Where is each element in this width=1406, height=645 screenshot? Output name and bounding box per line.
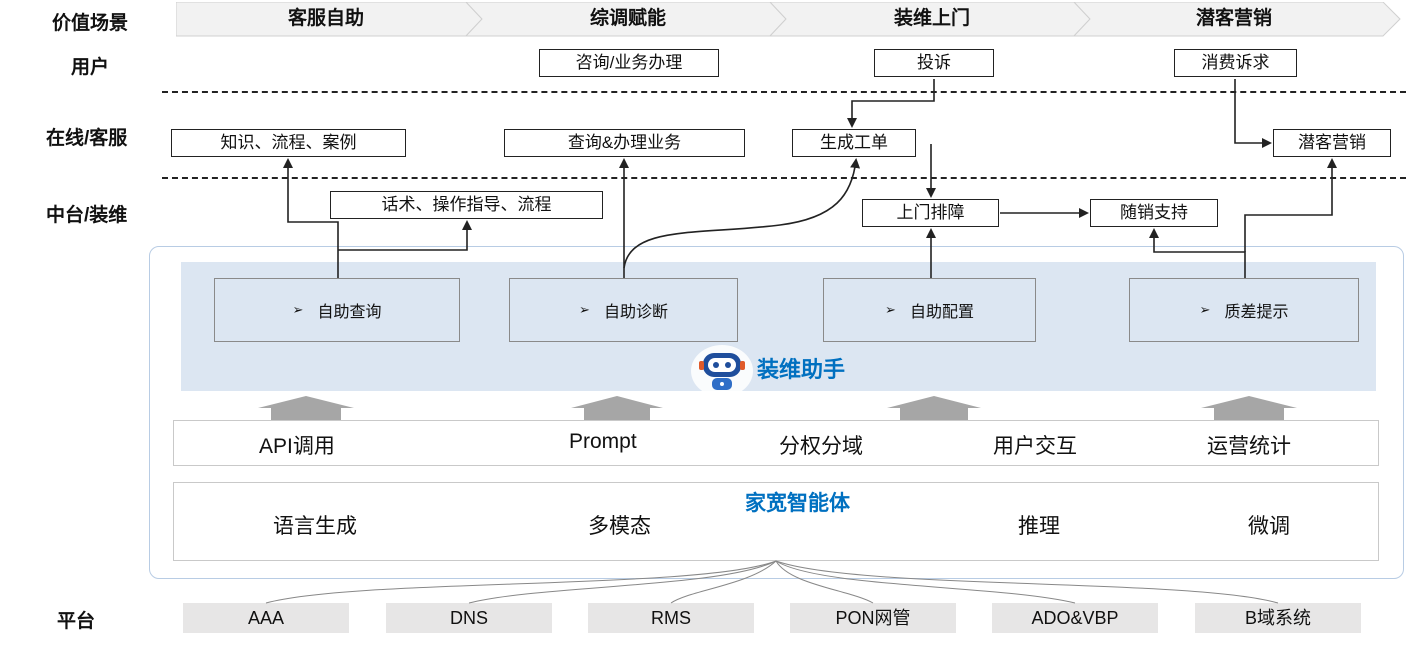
agent-item-finetune: 微调 <box>1248 515 1290 538</box>
fan-line-dns <box>468 560 777 604</box>
platform-box-ado-vbp: ADO&VBP <box>992 603 1158 633</box>
row-label-platform: 平台 <box>57 611 96 632</box>
agent-item-multimodal: 多模态 <box>588 515 651 538</box>
fan-line-pon <box>775 560 874 604</box>
agent-title: 家宽智能体 <box>745 492 850 515</box>
bullet-arrow-icon: ➢ <box>579 302 590 317</box>
scenario-label-2: 装维上门 <box>893 8 970 29</box>
middle-box-script-guide: 话术、操作指导、流程 <box>330 191 603 219</box>
function-self-diagnose: ➢ 自助诊断 <box>509 278 738 342</box>
assistant-label: 装维助手 <box>757 357 846 382</box>
fan-line-aaa <box>265 560 777 604</box>
platform-box-rms: RMS <box>588 603 754 633</box>
connector-query-knowledge <box>283 158 339 278</box>
platform-box-pon: PON网管 <box>790 603 956 633</box>
user-box-consult: 咨询/业务办理 <box>539 49 719 77</box>
scenario-label-0: 客服自助 <box>287 8 364 29</box>
up-arrow-2 <box>571 396 663 420</box>
separator-online-middle <box>162 177 1406 179</box>
robot-icon <box>691 345 753 397</box>
connector-query-script <box>338 220 472 251</box>
function-label: 自助配置 <box>909 304 974 321</box>
scenario-label-1: 综调赋能 <box>589 8 666 29</box>
platform-box-b-domain: B域系统 <box>1195 603 1361 633</box>
up-arrow-4 <box>1201 396 1297 420</box>
middle-box-onsite-repair: 上门排障 <box>862 199 999 227</box>
bullet-arrow-icon: ➢ <box>1199 302 1211 317</box>
capability-row <box>173 420 1379 466</box>
user-box-complaint: 投诉 <box>874 49 994 77</box>
connector-demand-prospect <box>1234 79 1272 148</box>
capability-permission: 分权分域 <box>779 435 863 458</box>
online-box-query-business: 查询&办理业务 <box>504 129 745 157</box>
connector-complaint-workorder <box>847 79 935 128</box>
online-box-work-order: 生成工单 <box>792 129 916 157</box>
bullet-arrow-icon: ➢ <box>292 302 304 317</box>
capability-prompt: Prompt <box>569 430 637 453</box>
up-arrow-3 <box>887 396 981 420</box>
online-box-prospect-marketing: 潜客营销 <box>1273 129 1391 157</box>
fan-line-ado <box>775 560 1076 604</box>
row-label-middle: 中台/装维 <box>46 205 128 226</box>
capability-stats: 运营统计 <box>1207 435 1291 458</box>
function-label: 自助查询 <box>317 304 382 321</box>
function-label: 质差提示 <box>1224 304 1289 321</box>
function-quality-alert: ➢ 质差提示 <box>1129 278 1359 342</box>
platform-box-aaa: AAA <box>183 603 349 633</box>
separator-user-online <box>162 91 1406 93</box>
connector-quality-sales <box>1149 228 1246 278</box>
middle-box-sales-support: 随销支持 <box>1090 199 1218 227</box>
function-label: 自助诊断 <box>603 304 668 321</box>
row-label-online: 在线/客服 <box>46 128 128 149</box>
bullet-arrow-icon: ➢ <box>885 302 896 317</box>
fan-line-bdomain <box>775 560 1279 604</box>
connector-quality-prospect <box>1244 158 1337 252</box>
agent-row <box>173 482 1379 561</box>
user-box-demand: 消费诉求 <box>1174 49 1297 77</box>
up-arrow-1 <box>258 396 354 420</box>
agent-item-language: 语言生成 <box>273 515 357 538</box>
capability-api: API调用 <box>259 435 335 458</box>
platform-box-dns: DNS <box>386 603 552 633</box>
fan-line-rms <box>670 560 777 604</box>
function-self-query: ➢ 自助查询 <box>214 278 460 342</box>
scenario-label-3: 潜客营销 <box>1195 8 1272 29</box>
capability-interaction: 用户交互 <box>993 435 1077 458</box>
connector-diagnose-workorder <box>623 158 861 269</box>
scenario-chevron-band <box>176 2 1401 37</box>
agent-item-reasoning: 推理 <box>1018 515 1060 538</box>
row-label-value-scene: 价值场景 <box>52 13 129 34</box>
function-self-config: ➢ 自助配置 <box>823 278 1036 342</box>
row-label-user: 用户 <box>71 57 110 78</box>
online-box-knowledge: 知识、流程、案例 <box>171 129 406 157</box>
